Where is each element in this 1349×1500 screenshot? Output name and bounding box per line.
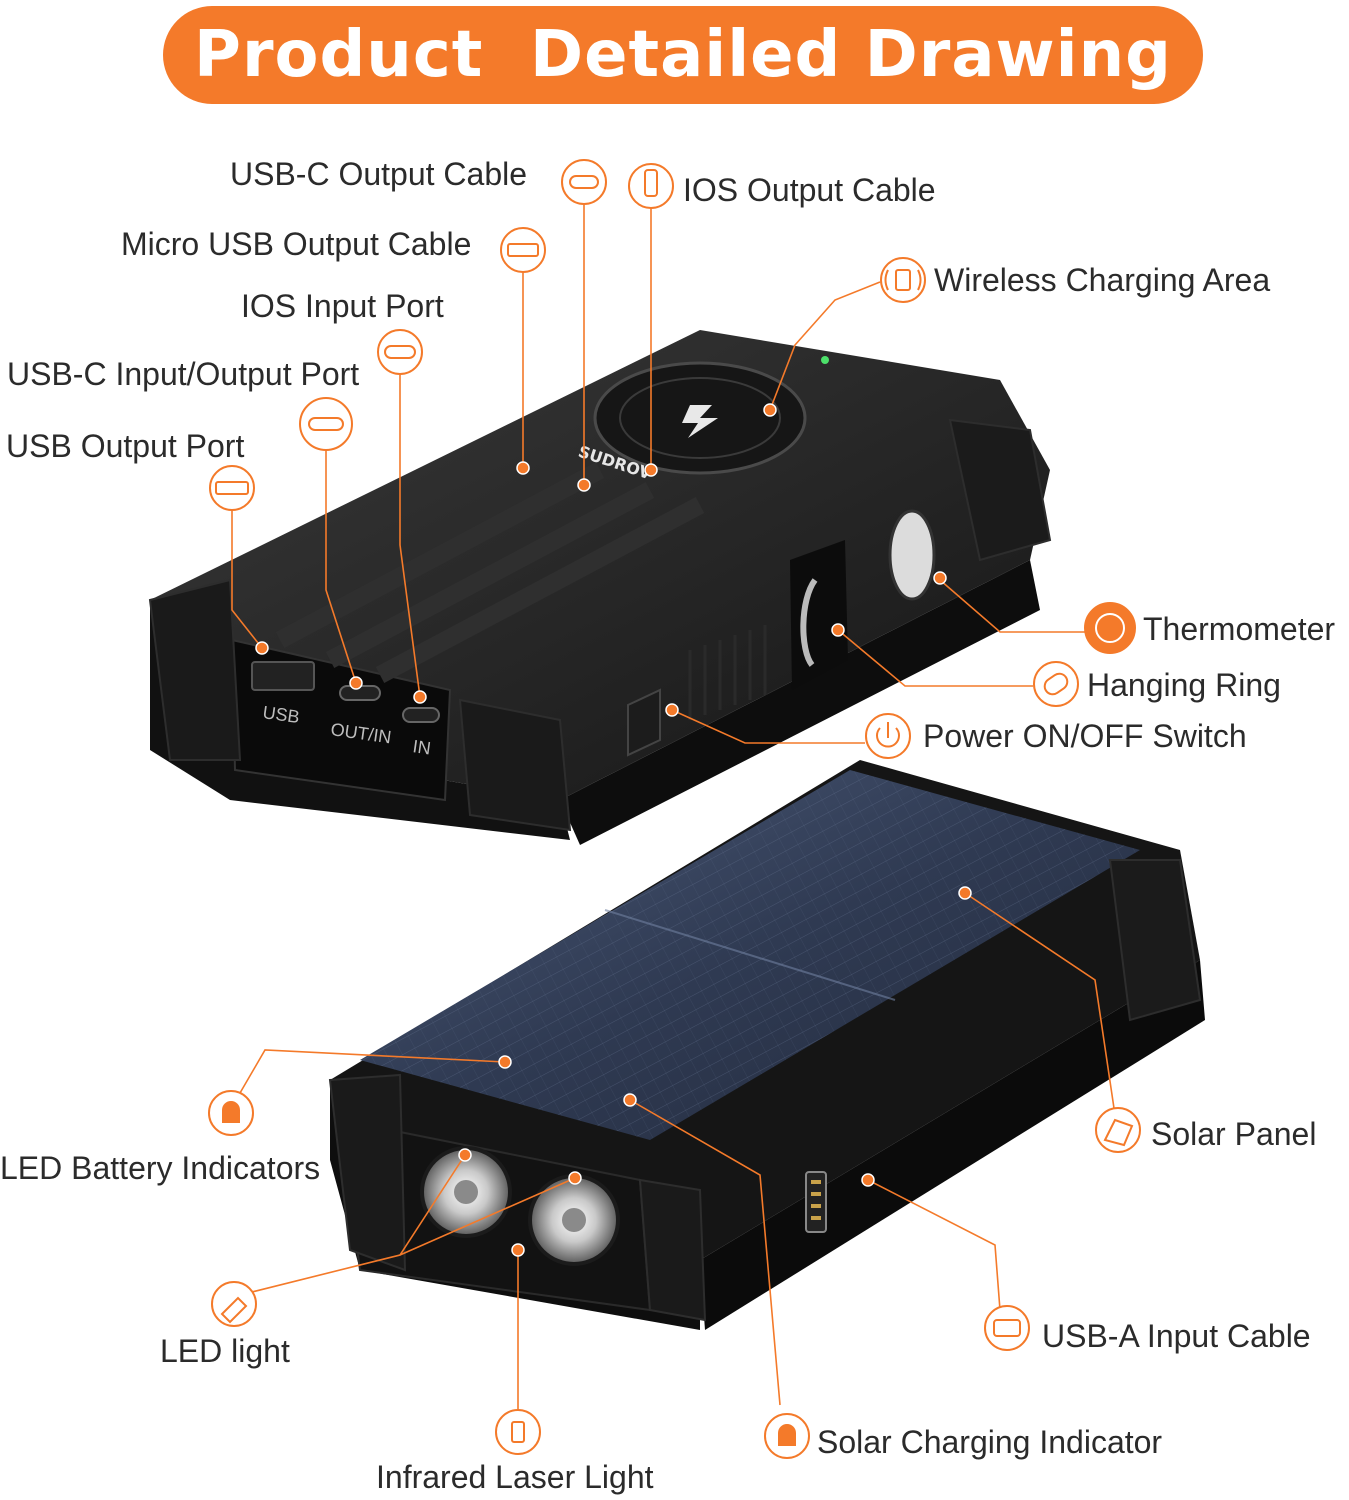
laser-icon <box>495 1409 541 1455</box>
label-micro-usb-output-cable: Micro USB Output Cable <box>121 226 472 262</box>
leader-dots <box>255 403 972 1257</box>
micro-usb-cable-icon <box>500 227 546 273</box>
label-led-light: LED light <box>160 1333 290 1369</box>
usb-c-port-icon <box>299 397 353 451</box>
title-banner: Product Detailed Drawing <box>163 6 1203 104</box>
usb-port-icon <box>209 465 255 511</box>
label-power-switch: Power ON/OFF Switch <box>923 718 1247 754</box>
label-thermometer: Thermometer <box>1143 611 1336 647</box>
power-bank-top-view: SUDROV <box>148 330 1052 845</box>
label-solar-charging-indicator: Solar Charging Indicator <box>817 1424 1163 1460</box>
power-icon <box>865 713 911 759</box>
solar-indicator-icon <box>764 1413 810 1459</box>
label-usb-a-input-cable: USB-A Input Cable <box>1042 1318 1311 1354</box>
label-usb-c-output-cable: USB-C Output Cable <box>230 156 528 192</box>
flashlight-icon <box>211 1281 257 1327</box>
ios-port-icon <box>377 329 423 375</box>
label-hanging-ring: Hanging Ring <box>1087 667 1281 703</box>
label-infrared-laser-light: Infrared Laser Light <box>376 1459 654 1495</box>
wireless-charging-icon <box>880 257 926 303</box>
label-ios-output-cable: IOS Output Cable <box>683 172 936 208</box>
power-bank-solar-view <box>328 760 1205 1330</box>
thermometer-icon <box>1084 602 1136 654</box>
page-title: Product Detailed Drawing <box>194 18 1172 92</box>
label-usb-c-input-output-port: USB-C Input/Output Port <box>7 356 360 392</box>
usb-a-cable-icon <box>984 1305 1030 1351</box>
led-indicator-icon <box>208 1090 254 1136</box>
label-ios-input-port: IOS Input Port <box>241 288 444 324</box>
port-label-in: IN <box>411 736 432 758</box>
ios-port-shape <box>402 707 440 723</box>
leader-lines <box>231 205 1116 1410</box>
label-usb-output-port: USB Output Port <box>6 428 245 464</box>
solar-panel-icon <box>1095 1107 1141 1153</box>
lightning-cable-icon <box>628 163 674 209</box>
usb-c-cable-icon <box>561 159 607 205</box>
label-wireless-charging-area: Wireless Charging Area <box>934 262 1271 298</box>
usb-port-shape <box>251 661 315 691</box>
label-solar-panel: Solar Panel <box>1151 1116 1317 1152</box>
label-led-battery-indicators: LED Battery Indicators <box>0 1150 321 1186</box>
hanging-ring-icon <box>1033 661 1079 707</box>
